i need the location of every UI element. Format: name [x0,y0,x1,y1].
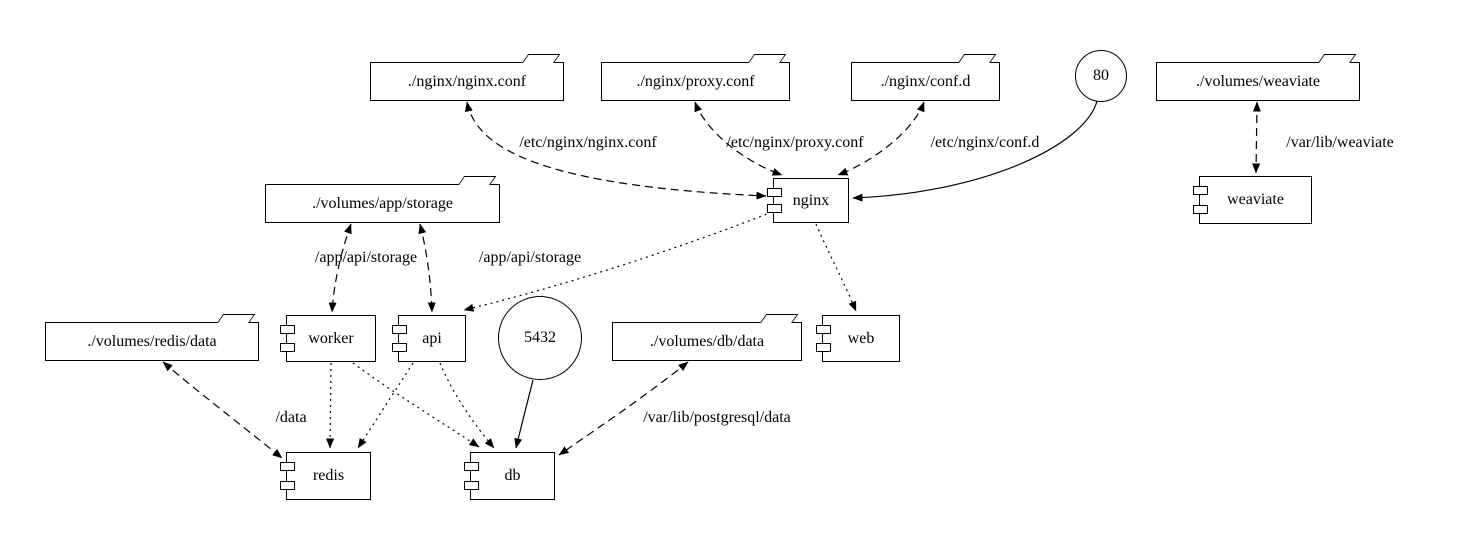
service-node-db: db [464,452,555,500]
node-label: ./nginx/proxy.conf [636,72,755,90]
service-node-redis: redis [280,452,371,500]
edge-depends-api-redis [357,362,414,449]
edge-mount-proxy-conf [694,101,783,176]
node-label: nginx [792,191,830,209]
node-label: ./volumes/app/storage [312,194,453,212]
node-label: ./volumes/db/data [649,332,765,350]
service-node-worker: worker [280,315,376,362]
service-node-web: web [816,315,900,362]
edge-mount-conf-d [837,101,925,176]
edge-label-proxy-conf-mount: /etc/nginx/proxy.conf [726,134,864,151]
edge-mount-redis-data [162,361,283,459]
edge-mount-nginx-conf [464,101,767,200]
service-node-nginx: nginx [767,178,849,223]
edge-label-conf-d-mount: /etc/nginx/conf.d [930,134,1040,151]
node-label: redis [312,467,345,484]
edge-depends-worker-redis [326,362,335,449]
edge-mount-db-data [558,361,689,456]
volume-node-db-data: ./volumes/db/data [612,322,802,361]
edge-port-80-nginx [852,100,1098,202]
volume-node-nginx-conf: ./nginx/nginx.conf [370,62,564,101]
edge-mount-app-storage-api [418,223,436,313]
node-label: weaviate [1227,191,1284,208]
port-node-5432: 5432 [498,296,582,380]
volume-node-redis-data: ./volumes/redis/data [45,322,259,361]
edge-depends-nginx-api [463,211,773,312]
node-label: ./volumes/weaviate [1196,72,1320,90]
node-label: 5432 [524,329,556,346]
node-label: ./nginx/nginx.conf [407,72,527,90]
edge-depends-nginx-web [815,223,857,312]
port-node-80: 80 [1075,50,1127,102]
volume-node-proxy-conf: ./nginx/proxy.conf [601,62,790,101]
service-node-weaviate: weaviate [1193,176,1312,224]
volume-node-app-storage: ./volumes/app/storage [265,184,500,223]
edge-label-app-storage-worker-mount: /app/api/storage [314,249,418,266]
node-label: ./volumes/redis/data [87,332,217,350]
node-label: web [847,329,875,347]
node-label: db [504,467,521,484]
edge-port-5432-db [514,379,534,449]
edge-label-db-mount: /var/lib/postgresql/data [643,409,791,426]
volume-node-conf-d: ./nginx/conf.d [851,62,1000,101]
edge-depends-api-db [439,362,495,449]
node-label: 80 [1093,67,1109,84]
node-label: api [422,329,442,347]
edge-label-app-storage-api-mount: /app/api/storage [478,249,582,266]
edge-mount-weaviate [1252,101,1261,174]
volume-node-weaviate: ./volumes/weaviate [1156,62,1360,101]
node-label: ./nginx/conf.d [880,72,971,90]
edge-mount-app-storage-worker [328,223,352,313]
edge-label-nginx-conf-mount: /etc/nginx/nginx.conf [519,134,657,151]
edge-depends-worker-db [352,362,480,448]
service-node-api: api [392,315,466,362]
edge-label-redis-mount: /data [275,409,307,426]
edge-label-weaviate-mount: /var/lib/weaviate [1286,134,1394,151]
node-label: worker [308,329,354,347]
